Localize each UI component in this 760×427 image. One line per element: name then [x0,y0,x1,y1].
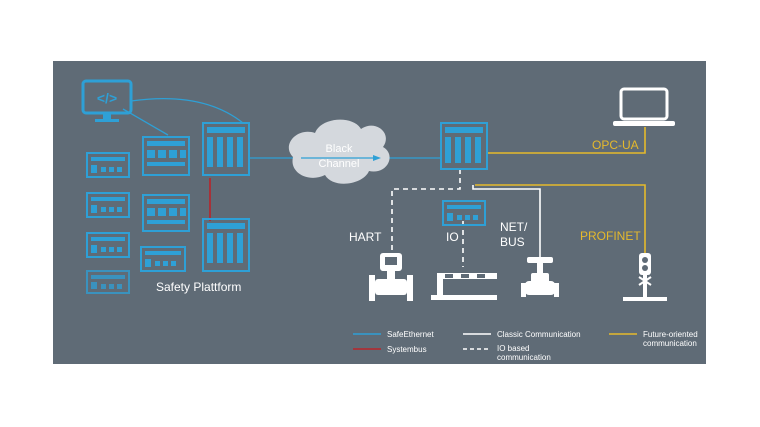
io-module-3 [86,232,130,258]
code-icon-text: </> [97,90,117,106]
legend-future-2: communication [643,339,697,348]
barrier-icon [431,273,497,300]
valve-icon [521,257,559,297]
safety-platform-label: Safety Plattform [156,280,241,294]
io-based-links [391,169,464,267]
io-module-4 [86,270,130,294]
remote-io-module [442,200,486,226]
profinet-label: PROFINET [580,229,641,243]
hart-label: HART [349,230,382,244]
opc-ua-label: OPC-UA [592,138,639,152]
laptop-icon [613,87,675,126]
legend-classic: Classic Communication [497,330,581,339]
future-links [475,127,646,253]
io-module-1 [86,152,130,178]
legend-systembus: Systembus [387,345,427,354]
safety-rack-1 [202,122,250,176]
black-channel-label-2: Channel [319,158,360,170]
flowmeter-icon [369,253,413,301]
netbus-label-1: NET/ [500,220,528,234]
legend: SafeEthernet Systembus Classic Communica… [353,330,698,362]
safe-ethernet-links [122,98,441,159]
safety-rack-2 [202,218,250,272]
classic-link [472,185,541,261]
legend-io-based-1: IO based [497,344,529,353]
netbus-label-2: BUS [500,235,525,249]
signal-light-icon [623,253,667,301]
remote-safety-rack [440,122,488,170]
engineering-monitor-icon: </> [81,79,133,122]
legend-io-based-2: communication [497,353,551,362]
io-module-5 [140,246,186,272]
io-label: IO [446,230,459,244]
network-diagram: Black Channel </> [81,79,698,362]
black-channel-label-1: Black [326,143,353,155]
black-channel-cloud: Black Channel [288,119,390,184]
legend-safe-ethernet: SafeEthernet [387,330,434,339]
io-module-2 [86,192,130,218]
controller-module-1 [142,136,190,176]
controller-module-2 [142,194,190,232]
diagram-panel: Black Channel </> [53,61,706,364]
legend-future-1: Future-oriented [643,330,698,339]
